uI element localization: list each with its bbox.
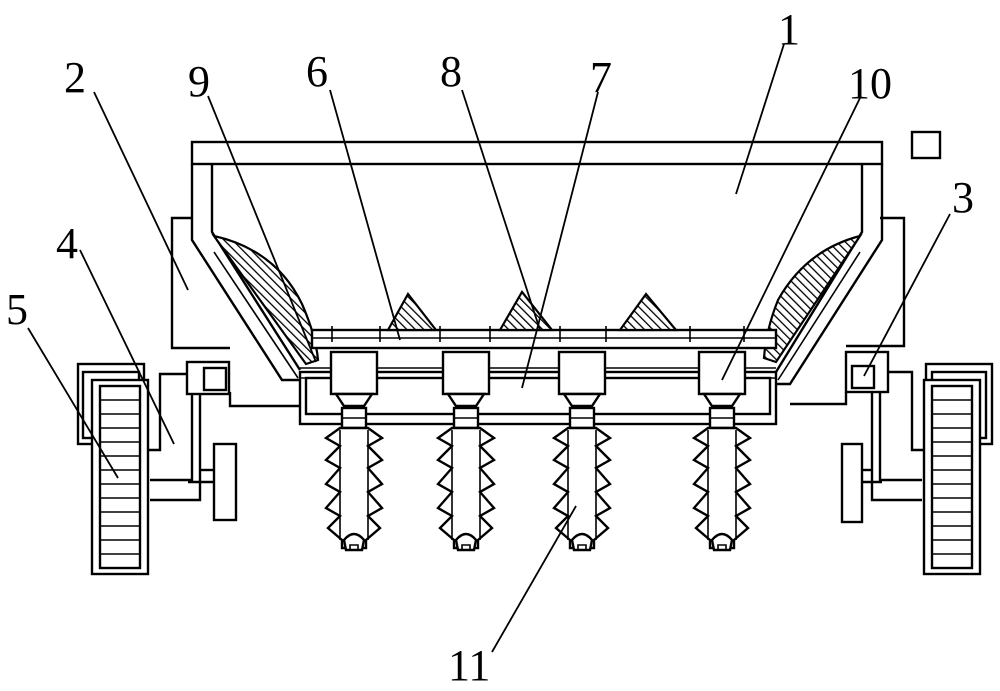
auger-1 (324, 406, 384, 552)
marker-square (910, 130, 942, 160)
distribution-rail (298, 290, 778, 426)
label-1: 1 (778, 5, 800, 54)
label-7: 7 (590, 53, 612, 102)
auger-2 (436, 406, 496, 552)
label-10: 10 (848, 59, 892, 108)
label-2: 2 (64, 53, 86, 102)
funnel-1 (329, 350, 379, 408)
hopper (190, 140, 884, 386)
label-5: 5 (6, 285, 28, 334)
label-8: 8 (440, 47, 462, 96)
left-wheel-assembly (76, 216, 300, 576)
label-11: 11 (448, 641, 490, 690)
label-4: 4 (56, 219, 78, 268)
funnel-2 (441, 350, 491, 408)
label-3: 3 (952, 173, 974, 222)
right-wheel-assembly (790, 216, 994, 576)
funnel-3 (557, 350, 607, 408)
leader-lines (27, 43, 951, 653)
auger-4 (692, 406, 752, 552)
label-6: 6 (306, 47, 328, 96)
label-9: 9 (188, 57, 210, 106)
